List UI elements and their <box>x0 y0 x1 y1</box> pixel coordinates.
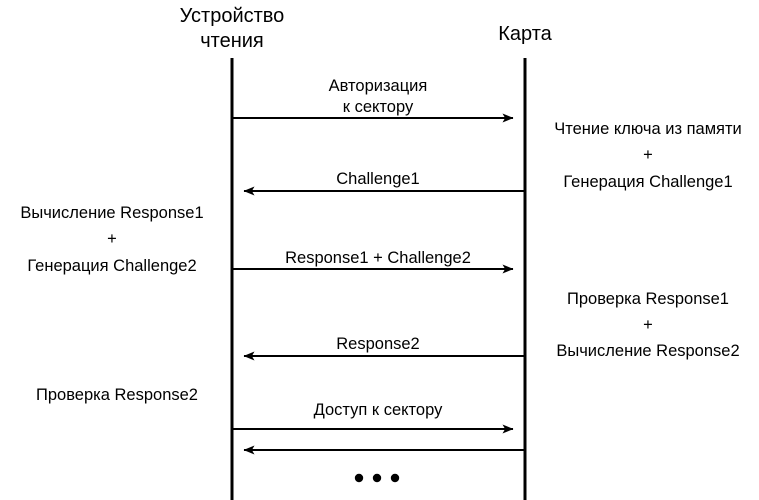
note-reader-step1-line2: + <box>107 230 117 248</box>
message-label-auth-line2: к сектору <box>343 98 414 116</box>
note-card-step2-line2: + <box>643 316 653 334</box>
note-card-step1-line1: Чтение ключа из памяти <box>554 120 742 138</box>
message-label-challenge1: Challenge1 <box>336 170 419 188</box>
note-card-step1-line3: Генерация Challenge1 <box>563 173 732 191</box>
note-reader-step1-line3: Генерация Challenge2 <box>27 257 196 275</box>
note-card-step2-line1: Проверка Response1 <box>567 290 729 308</box>
note-card-step2-line3: Вычисление Response2 <box>556 342 739 360</box>
note-card-step1-line2: + <box>643 146 653 164</box>
message-label-resp1ch2: Response1 + Challenge2 <box>285 249 471 267</box>
message-label-response2: Response2 <box>336 335 419 353</box>
message-label-access: Доступ к сектору <box>314 401 443 419</box>
actor-label-reader-line2: чтения <box>200 30 264 52</box>
actor-label-card: Карта <box>498 23 552 45</box>
continuation-ellipsis <box>354 473 400 483</box>
actor-label-reader-line1: Устройство <box>180 5 285 27</box>
note-reader-step2-line1: Проверка Response2 <box>36 386 198 404</box>
note-reader-step1-line1: Вычисление Response1 <box>20 204 203 222</box>
message-label-auth-line1: Авторизация <box>329 77 428 95</box>
